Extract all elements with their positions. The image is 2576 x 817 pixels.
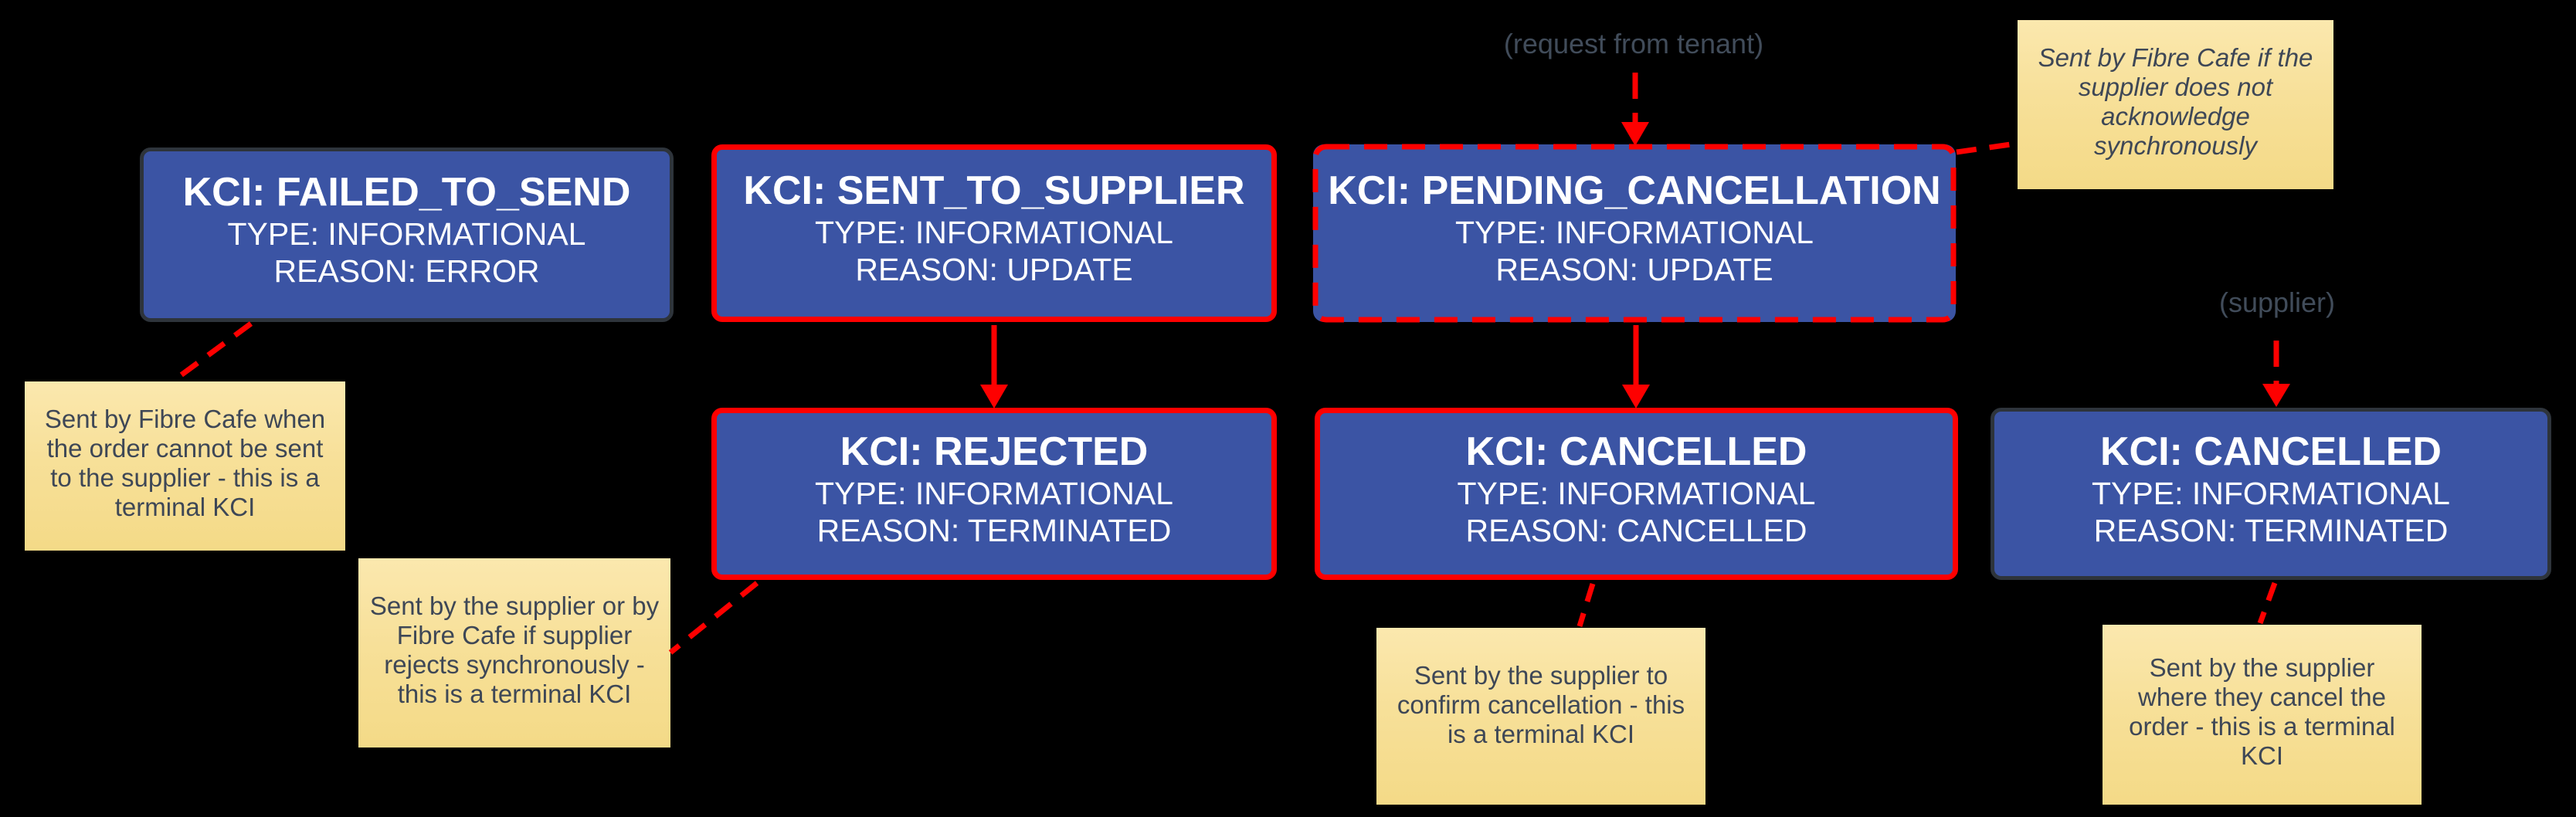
- node-title: KCI: CANCELLED: [2100, 429, 2442, 474]
- link-cancelled-right-note: [2257, 581, 2278, 625]
- node-title: KCI: FAILED_TO_SEND: [182, 170, 631, 215]
- node-title: KCI: REJECTED: [840, 429, 1149, 474]
- note-rejected: Sent by the supplier or by Fibre Cafe if…: [358, 558, 670, 748]
- node-title: KCI: PENDING_CANCELLATION: [1328, 168, 1941, 213]
- link-failed-to-send-note: [172, 321, 253, 382]
- arrowhead-pending-cancellation-to-cancelled: [1622, 385, 1650, 408]
- arrowhead-supplier-cancel: [2262, 384, 2290, 407]
- node-reason-line: REASON: UPDATE: [855, 252, 1133, 287]
- arrowhead-sent-to-supplier-to-rejected: [980, 385, 1008, 408]
- node-type-line: TYPE: INFORMATIONAL: [227, 216, 586, 252]
- node-type-line: TYPE: INFORMATIONAL: [815, 215, 1173, 250]
- node-cancelled-mid: KCI: CANCELLED TYPE: INFORMATIONAL REASO…: [1315, 408, 1958, 580]
- node-pending-cancellation: KCI: PENDING_CANCELLATION TYPE: INFORMAT…: [1313, 144, 1956, 322]
- node-reason-line: REASON: UPDATE: [1495, 252, 1773, 287]
- note-text: Sent by Fibre Cafe if the supplier does …: [2038, 42, 2313, 160]
- node-type-line: TYPE: INFORMATIONAL: [1457, 475, 1816, 511]
- node-title: KCI: CANCELLED: [1465, 429, 1807, 474]
- node-type-line: TYPE: INFORMATIONAL: [1455, 215, 1814, 250]
- annotation-request-from-tenant: (request from tenant): [1503, 28, 1764, 59]
- note-text: Sent by Fibre Cafe when the order cannot…: [44, 404, 326, 521]
- note-text: Sent by the supplier or by Fibre Cafe if…: [369, 591, 660, 708]
- node-rejected: KCI: REJECTED TYPE: INFORMATIONAL REASON…: [711, 408, 1277, 580]
- node-reason-line: REASON: CANCELLED: [1465, 512, 1807, 548]
- node-reason-line: REASON: TERMINATED: [816, 512, 1172, 548]
- note-text: Sent by the supplier to confirm cancella…: [1397, 660, 1685, 748]
- link-rejected-note: [668, 581, 759, 655]
- note-text: Sent by the supplier where they cancel t…: [2129, 653, 2395, 770]
- arrowhead-tenant-request: [1621, 122, 1649, 146]
- note-pending-cancellation: Sent by Fibre Cafe if the supplier does …: [2018, 20, 2333, 189]
- note-cancelled-right: Sent by the supplier where they cancel t…: [2103, 625, 2422, 805]
- note-cancelled-mid: Sent by the supplier to confirm cancella…: [1376, 628, 1705, 805]
- node-reason-line: REASON: ERROR: [273, 253, 540, 289]
- link-pending-cancellation-note: [1956, 141, 2017, 155]
- node-type-line: TYPE: INFORMATIONAL: [815, 475, 1173, 511]
- node-type-line: TYPE: INFORMATIONAL: [2092, 475, 2450, 511]
- node-reason-line: REASON: TERMINATED: [2093, 512, 2449, 548]
- link-cancelled-mid-note: [1576, 582, 1596, 628]
- annotation-supplier: (supplier): [2218, 286, 2336, 318]
- node-sent-to-supplier: KCI: SENT_TO_SUPPLIER TYPE: INFORMATIONA…: [711, 144, 1277, 322]
- node-cancelled-right: KCI: CANCELLED TYPE: INFORMATIONAL REASO…: [1991, 408, 2551, 580]
- node-title: KCI: SENT_TO_SUPPLIER: [743, 168, 1245, 213]
- note-failed-to-send: Sent by Fibre Cafe when the order cannot…: [25, 381, 345, 551]
- node-failed-to-send: KCI: FAILED_TO_SEND TYPE: INFORMATIONAL …: [140, 147, 674, 322]
